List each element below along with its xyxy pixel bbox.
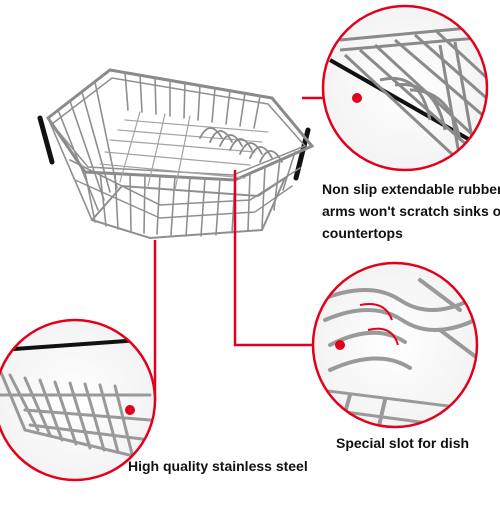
caption-stainless-steel: High quality stainless steel — [128, 458, 308, 474]
zoom-rubber-arm — [321, 4, 489, 172]
caption-non-slip-arms: Non slip extendable rubber arms won't sc… — [322, 178, 500, 244]
caption-dish-slot: Special slot for dish — [336, 435, 470, 451]
marker-dot — [352, 93, 362, 103]
marker-dot — [125, 405, 135, 415]
basket-illustration — [37, 68, 315, 240]
caption-line: countertops — [322, 225, 403, 241]
caption-line: Non slip extendable rubber — [322, 181, 500, 197]
zoom-dish-slot — [311, 261, 479, 429]
marker-dot — [335, 340, 345, 350]
rubber-arm-left — [37, 115, 55, 165]
zoom-stainless-steel — [0, 318, 157, 482]
caption-line: arms won't scratch sinks or — [322, 203, 500, 219]
